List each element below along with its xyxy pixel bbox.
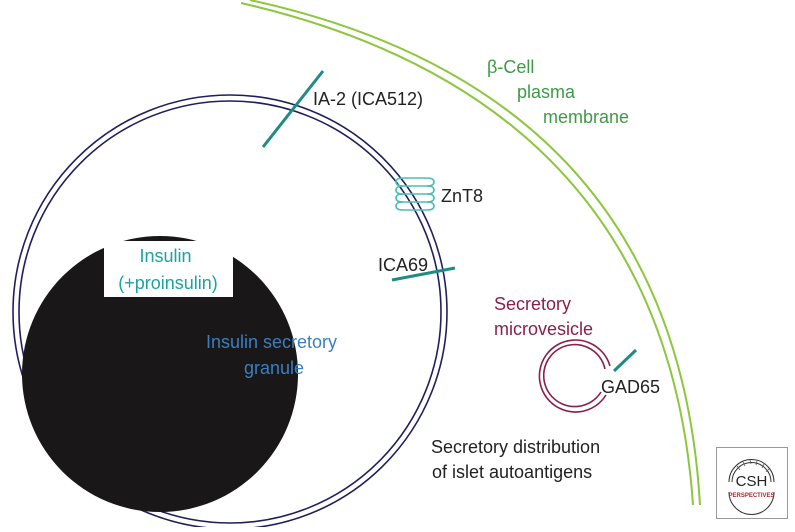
ia2-marker (261, 70, 325, 148)
plasma-membrane (240, 0, 701, 506)
gad65-marker (612, 348, 638, 373)
microvesicle-label: Secretory microvesicle (494, 294, 593, 339)
svg-text:PERSPECTIVES: PERSPECTIVES (728, 493, 774, 499)
granule-label: Insulin secretory granule (206, 332, 342, 378)
insulin-label: Insulin (+proinsulin) (118, 246, 218, 293)
ica69-label: ICA69 (378, 255, 428, 275)
ia2-label: IA-2 (ICA512) (313, 89, 423, 109)
diagram-title: Secretory distribution of islet autoanti… (431, 437, 605, 482)
plasma-membrane-label: β-Cell plasma membrane (487, 57, 629, 127)
csh-perspectives-logo: CSH PERSPECTIVES (716, 447, 788, 519)
microvesicle (538, 339, 611, 413)
ica69-marker (391, 266, 456, 282)
insulin-dense-core (22, 236, 298, 512)
znt8-label: ZnT8 (441, 186, 483, 206)
znt8-transporter (395, 177, 435, 211)
insulin-label-box (104, 241, 233, 297)
gad65-label: GAD65 (601, 377, 660, 397)
svg-text:CSH: CSH (736, 473, 768, 490)
